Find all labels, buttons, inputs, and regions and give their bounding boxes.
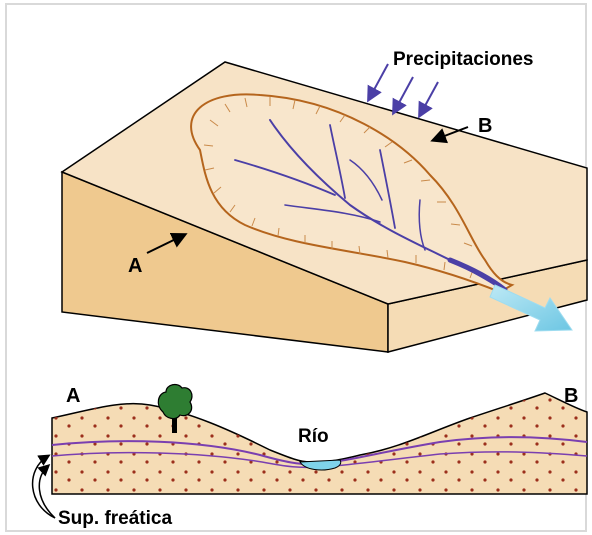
point-b-label-top: B (478, 115, 492, 137)
rain-arrow-icon (369, 64, 388, 99)
water-table-label: Sup. freática (58, 508, 172, 529)
point-a-label-top: A (128, 255, 142, 277)
point-a-label-section: A (66, 385, 80, 407)
rain-arrow-icon (420, 82, 438, 115)
precipitation-label: Precipitaciones (393, 49, 533, 70)
point-b-label-section: B (564, 385, 578, 407)
rain-arrow-icon (394, 77, 413, 112)
river-label: Río (298, 426, 329, 447)
